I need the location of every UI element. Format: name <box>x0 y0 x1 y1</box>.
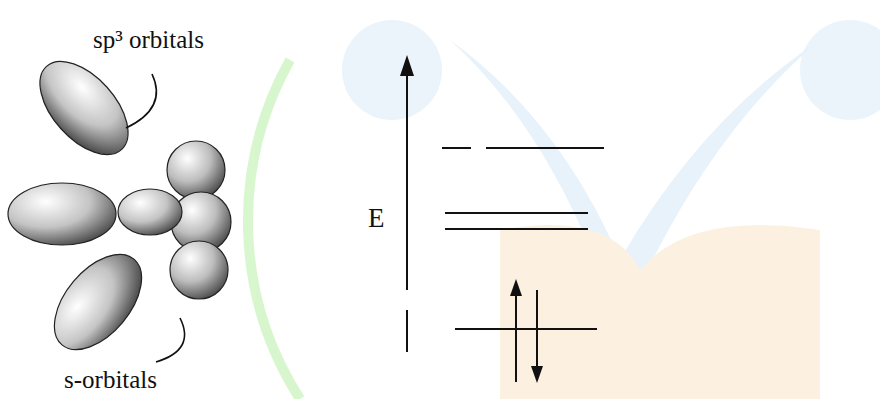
watermark <box>248 20 880 399</box>
energy-level <box>442 147 471 149</box>
watermark-book <box>500 225 820 399</box>
energy-axis <box>406 310 408 352</box>
axis-label: E <box>368 204 385 234</box>
watermark-arc <box>248 60 300 399</box>
electron-up <box>515 292 517 382</box>
energy-level <box>486 147 604 149</box>
sp3-lobe-small <box>118 189 182 235</box>
sp3-lobe <box>23 46 144 171</box>
s-orbital-sphere <box>167 141 225 199</box>
energy-level <box>455 328 597 330</box>
leader-line <box>126 74 156 128</box>
watermark-circle <box>800 20 880 120</box>
sp3-lobe <box>8 183 116 245</box>
arrowhead <box>531 366 543 383</box>
energy-level <box>445 228 588 230</box>
energy-level <box>445 212 588 214</box>
electron-down <box>536 290 538 370</box>
s-orbital-sphere <box>170 241 228 299</box>
orbital-label: s-orbitals <box>64 366 157 394</box>
watermark-circle <box>342 20 442 120</box>
arrowhead <box>510 279 522 296</box>
leader-line <box>156 318 185 362</box>
sp3-lobe <box>37 239 158 366</box>
orbital-label: sp³ orbitals <box>93 26 204 54</box>
energy-axis <box>406 64 408 290</box>
arrowhead <box>400 55 414 76</box>
